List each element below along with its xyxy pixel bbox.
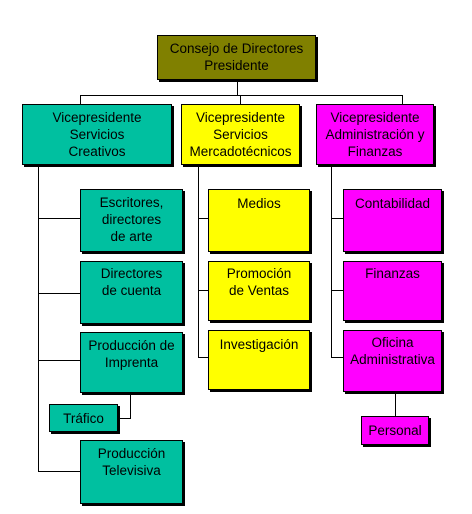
node-label: Vicepresidente <box>52 110 142 125</box>
connector-line <box>38 293 80 294</box>
node-vp-creative: Vicepresidente Servicios Creativos <box>22 104 172 165</box>
connector-line <box>38 471 80 472</box>
node-label: Finanzas <box>347 144 403 159</box>
node-personnel: Personal <box>361 416 429 445</box>
connector-line <box>240 95 241 104</box>
node-admin-office: Oficina Administrativa <box>343 330 442 392</box>
node-traffic: Tráfico <box>49 404 118 432</box>
node-label: Administración y <box>325 127 425 142</box>
node-label: Medios <box>237 196 281 211</box>
connector-line <box>38 165 39 472</box>
node-label: Promoción <box>226 266 292 281</box>
node-sales-promotion: Promoción de Ventas <box>208 261 310 321</box>
node-label: Mercadotécnicos <box>189 144 292 159</box>
node-writers-art-directors: Escritores, directores de arte <box>80 189 183 252</box>
node-label: Administrativa <box>350 352 435 367</box>
connector-line <box>331 218 343 219</box>
node-label: Creativos <box>68 144 126 159</box>
connector-line <box>80 95 81 104</box>
connector-line <box>331 357 343 358</box>
node-accounting: Contabilidad <box>343 189 442 252</box>
node-label: de cuenta <box>101 283 162 298</box>
connector-line <box>331 290 343 291</box>
node-label: Televisiva <box>102 463 161 478</box>
node-label: Servicios <box>69 127 125 142</box>
node-label: Personal <box>368 423 422 438</box>
node-label: Vicepresidente <box>330 110 420 125</box>
connector-line <box>80 95 402 96</box>
node-media: Medios <box>208 189 310 252</box>
node-label: directores <box>101 212 162 227</box>
node-print-production: Producción de Imprenta <box>80 332 183 393</box>
connector-line <box>198 290 208 291</box>
node-tv-production: Producción Televisiva <box>80 440 183 504</box>
node-vp-marketing: Vicepresidente Servicios Mercadotécnicos <box>181 104 300 165</box>
node-label: Finanzas <box>365 266 420 281</box>
node-label: Contabilidad <box>354 196 431 211</box>
connector-line <box>331 165 332 358</box>
connector-line <box>198 165 199 358</box>
connector-line <box>402 95 403 104</box>
node-label: Producción de <box>88 338 175 353</box>
node-label: Directores <box>100 266 163 281</box>
node-label: Presidente <box>204 58 269 73</box>
connector-line <box>395 392 396 416</box>
node-research: Investigación <box>208 330 310 390</box>
node-label: Vicepresidente <box>195 110 286 125</box>
node-label: Servicios <box>213 127 268 142</box>
node-vp-admin: Vicepresidente Administración y Finanzas <box>316 104 434 165</box>
node-label: Producción <box>97 446 166 461</box>
node-label: Oficina <box>371 335 414 350</box>
node-account-directors: Directores de cuenta <box>80 261 183 324</box>
node-label: Tráfico <box>63 411 104 426</box>
connector-line <box>198 357 208 358</box>
node-label: Imprenta <box>104 355 159 370</box>
connector-line <box>130 393 131 419</box>
node-label: Escritores, <box>99 195 164 210</box>
node-label: Consejo de Directores <box>169 41 304 56</box>
connector-line <box>237 80 238 95</box>
connector-line <box>118 418 131 419</box>
connector-line <box>38 218 80 219</box>
node-label: de arte <box>110 229 153 244</box>
node-finance: Finanzas <box>343 261 442 321</box>
connector-line <box>198 218 208 219</box>
node-label: Investigación <box>219 337 299 352</box>
node-label: de Ventas <box>228 283 290 298</box>
node-board-president: Consejo de Directores Presidente <box>157 35 316 80</box>
connector-line <box>38 360 80 361</box>
